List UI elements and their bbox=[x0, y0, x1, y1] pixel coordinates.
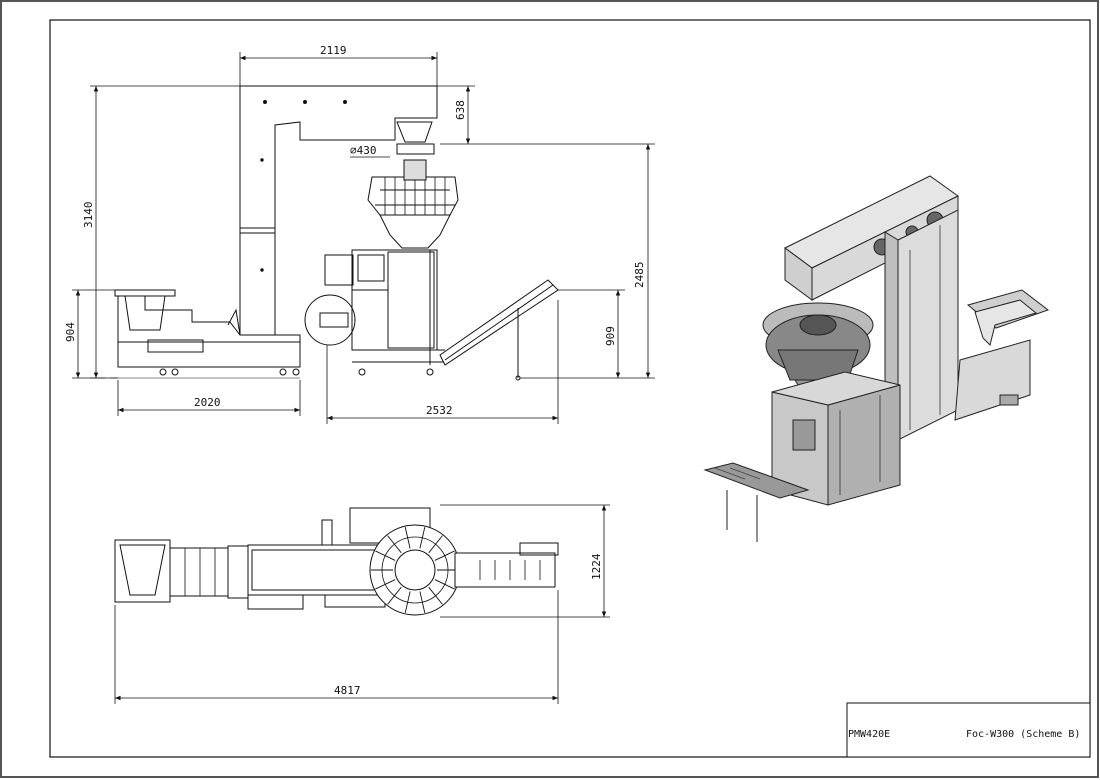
dim-overall-length: 4817 bbox=[334, 684, 361, 697]
dimension-labels: 2119 638 ⌀430 3140 904 2485 909 2020 253… bbox=[64, 44, 646, 697]
dim-packer-length: 2532 bbox=[426, 404, 453, 417]
weigher-head bbox=[387, 535, 402, 554]
dim-top-width: 2119 bbox=[320, 44, 347, 57]
weigher-head bbox=[428, 586, 443, 605]
weigher-head bbox=[404, 527, 411, 549]
weigher-head bbox=[404, 591, 411, 613]
title-block: PMW420E Foc-W300 (Scheme B) bbox=[846, 702, 1091, 758]
dim-hopper-height: 638 bbox=[454, 100, 467, 120]
isometric-view bbox=[703, 175, 1050, 542]
weigher-head bbox=[419, 591, 426, 613]
weigher-head bbox=[434, 550, 455, 561]
dim-hopper-diameter: ⌀430 bbox=[350, 144, 377, 157]
front-elevation-view bbox=[110, 85, 559, 381]
front-dimensions bbox=[72, 52, 655, 424]
inner-frame bbox=[49, 19, 1091, 758]
dim-discharge-height: 909 bbox=[604, 326, 617, 346]
dim-overall-height: 3140 bbox=[82, 202, 95, 229]
weigher-head bbox=[375, 550, 396, 561]
weigher-head bbox=[419, 527, 426, 549]
weigher-head bbox=[375, 579, 396, 590]
weigher-head bbox=[434, 579, 455, 590]
dim-plan-width: 1224 bbox=[590, 553, 603, 580]
dim-discharge-total: 2485 bbox=[633, 262, 646, 289]
title-model: PMW420E bbox=[848, 729, 890, 740]
title-scheme: Foc-W300 (Scheme B) bbox=[966, 729, 1080, 740]
dim-conveyor-height: 904 bbox=[64, 322, 77, 342]
dim-feeder-length: 2020 bbox=[194, 396, 221, 409]
weigher-head bbox=[428, 535, 443, 554]
weigher-head bbox=[387, 586, 402, 605]
plan-dimensions bbox=[114, 504, 610, 704]
plan-view bbox=[114, 507, 559, 616]
